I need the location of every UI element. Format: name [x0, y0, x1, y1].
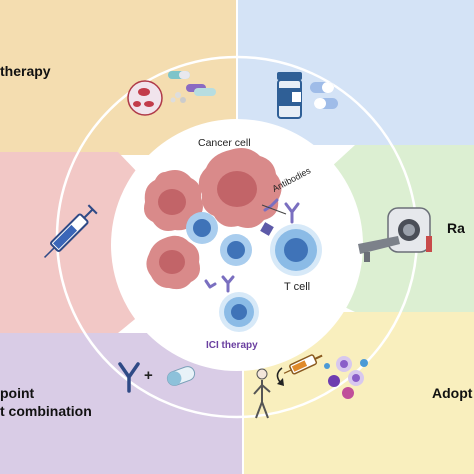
- label-checkpoint: point: [0, 385, 35, 401]
- label-cancer-cell: Cancer cell: [198, 137, 251, 149]
- panel-left: [0, 152, 140, 333]
- cancer-cell-left: [144, 170, 203, 231]
- pill-bottle-icon: [277, 72, 338, 119]
- label-combination: t combination: [0, 403, 92, 419]
- label-therapy: therapy: [0, 63, 51, 79]
- antibody-icon: [204, 198, 300, 293]
- label-t-cell: T cell: [284, 281, 311, 293]
- syringe-icon: [44, 204, 98, 258]
- label-radio: Ra: [447, 220, 465, 236]
- cell-pills-icon: [127, 71, 216, 116]
- immune-cells-icon: [324, 356, 368, 399]
- t-cell-main: [270, 224, 322, 276]
- panel-top-right: [237, 0, 474, 145]
- t-cell-2: [220, 234, 252, 266]
- label-ici-therapy: ICI therapy: [206, 340, 258, 351]
- label-adoptive: Adopt: [432, 385, 473, 401]
- combo-antibody-icon: [118, 362, 140, 393]
- capsule-icon: [166, 366, 196, 386]
- syringe-br-icon: [283, 354, 323, 375]
- person-injection-icon: [253, 367, 284, 419]
- t-cell-ici: [219, 292, 259, 332]
- mri-scanner-icon: [358, 207, 432, 262]
- cancer-cell-large: [198, 148, 282, 228]
- cancer-cell-bottom: [146, 235, 200, 290]
- t-cell-1: [186, 212, 218, 244]
- plus-sign: +: [144, 367, 153, 384]
